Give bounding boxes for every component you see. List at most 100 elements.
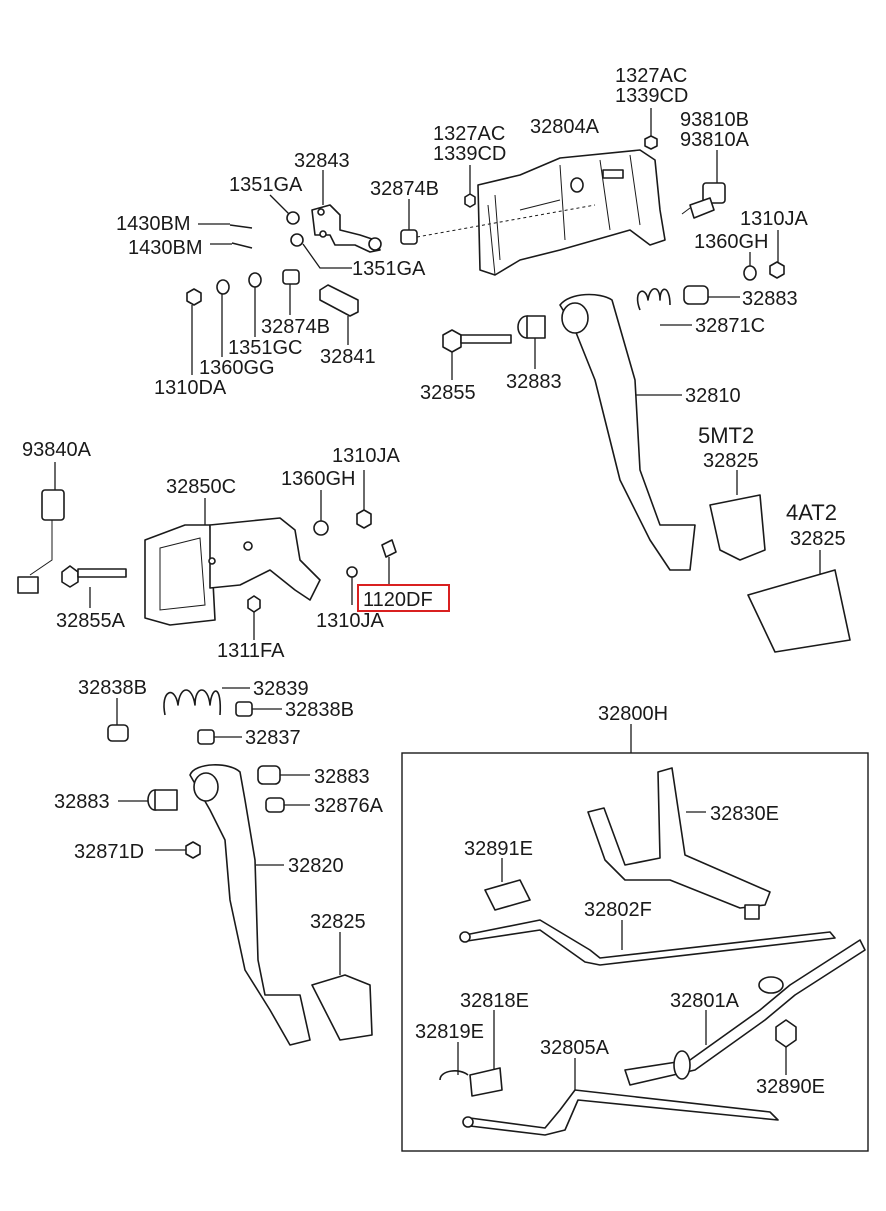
clip-32819e[interactable]: [439, 1042, 469, 1081]
label-32891e: 32891E: [464, 838, 533, 860]
bolt-32855[interactable]: [442, 329, 512, 380]
nut-1310ja-b[interactable]: [356, 470, 372, 529]
label-32850c: 32850C: [166, 476, 236, 498]
label-1327ac: 1327AC: [433, 123, 505, 145]
pin-1430bm-a[interactable]: [198, 223, 253, 229]
label-1351gc: 1351GC: [228, 337, 303, 359]
label-32810: 32810: [685, 385, 741, 407]
label-32830e: 32830E: [710, 803, 779, 825]
pad-32825-c[interactable]: [311, 932, 373, 1041]
switch-93810[interactable]: [681, 150, 726, 219]
label-5mt2: 5MT2: [698, 423, 754, 448]
label-1310ja-a: 1310JA: [740, 208, 808, 230]
washer-1360gg[interactable]: [216, 279, 230, 357]
washer-1351ga-a[interactable]: [269, 194, 300, 225]
bushing-32838b-a[interactable]: [107, 698, 129, 742]
label-1351ga-b: 1351GA: [352, 258, 426, 280]
spring-32871c[interactable]: [636, 287, 692, 326]
assembly-box-32800h: [401, 752, 869, 1152]
label-32804a: 32804A: [530, 116, 600, 138]
switch-93840a[interactable]: [17, 462, 65, 594]
label-32876a: 32876A: [314, 795, 384, 817]
nut-1327ac[interactable]: [464, 165, 476, 208]
label-1310ja-c: 1310JA: [316, 610, 384, 632]
label-1351ga-a: 1351GA: [229, 174, 303, 196]
washer-1351ga-b[interactable]: [290, 233, 352, 269]
label-32841: 32841: [320, 346, 376, 368]
label-32883-c: 32883: [314, 766, 370, 788]
label-32820: 32820: [288, 855, 344, 877]
label-1339cd-top: 1339CD: [615, 85, 688, 107]
label-1360gh-b: 1360GH: [281, 468, 356, 490]
pad-32825-4at2[interactable]: [747, 550, 851, 653]
bushing-32874b-b[interactable]: [282, 269, 300, 315]
bushing-32874b-a[interactable]: [400, 199, 596, 245]
label-32874b-a: 32874B: [370, 178, 439, 200]
bushing-32838b-b[interactable]: [235, 701, 282, 717]
label-32883-d: 32883: [54, 791, 110, 813]
label-1310ja-b: 1310JA: [332, 445, 400, 467]
nut-32890e[interactable]: [775, 1019, 797, 1075]
nut-1310da[interactable]: [186, 288, 202, 375]
label-1120df: 1120DF: [363, 589, 433, 611]
label-32801a: 32801A: [670, 990, 740, 1012]
label-32819e: 32819E: [415, 1021, 484, 1043]
nut-1310ja-a[interactable]: [769, 230, 785, 279]
label-32805a: 32805A: [540, 1037, 610, 1059]
spring-32839[interactable]: [163, 687, 250, 716]
bushing-32883-b[interactable]: [517, 315, 546, 369]
label-32838b-a: 32838B: [78, 677, 147, 699]
shaft-32801a[interactable]: [624, 939, 866, 1086]
label-93840a: 93840A: [22, 439, 92, 461]
bolt-1120df[interactable]: [381, 539, 397, 585]
bracket-32891e[interactable]: [484, 858, 531, 911]
nut-1327ac-top[interactable]: [644, 108, 658, 150]
label-32874b-b: 32874B: [261, 316, 330, 338]
bushing-32883-c[interactable]: [118, 789, 178, 811]
label-32839: 32839: [253, 678, 309, 700]
highlight-box-1120df: [357, 584, 450, 612]
bushing-32883-d[interactable]: [257, 765, 310, 785]
pin-1430bm-b[interactable]: [210, 242, 253, 249]
label-32825-c: 32825: [310, 911, 366, 933]
rod-32802f[interactable]: [459, 919, 836, 966]
label-32837: 32837: [245, 727, 301, 749]
washer-1351gc[interactable]: [248, 272, 262, 337]
label-32825-b: 32825: [790, 528, 846, 550]
bracket-32818e[interactable]: [469, 1010, 503, 1097]
stopper-32876a[interactable]: [265, 797, 310, 813]
label-1339cd: 1339CD: [433, 143, 506, 165]
bracket-32804a[interactable]: [477, 149, 666, 276]
bushing-32837[interactable]: [197, 729, 242, 745]
label-4at2: 4AT2: [786, 500, 837, 525]
label-32800h: 32800H: [598, 703, 668, 725]
pedal-32820[interactable]: [189, 764, 311, 1046]
label-1310da: 1310DA: [154, 377, 227, 399]
label-1327ac-top: 1327AC: [615, 65, 687, 87]
label-32855: 32855: [420, 382, 476, 404]
label-32871c: 32871C: [695, 315, 765, 337]
label-1360gh-a: 1360GH: [694, 231, 769, 253]
pedal-32810[interactable]: [559, 293, 696, 571]
label-32871d: 32871D: [74, 841, 144, 863]
label-32838b-b: 32838B: [285, 699, 354, 721]
bushing-32883-a[interactable]: [683, 285, 740, 305]
bracket-32830e[interactable]: [587, 767, 771, 920]
label-32825-a: 32825: [703, 450, 759, 472]
label-1430bm-b: 1430BM: [128, 237, 203, 259]
plate-32841[interactable]: [319, 284, 359, 345]
nut-1310ja-c[interactable]: [346, 566, 358, 605]
washer-1360gh-a[interactable]: [743, 252, 757, 281]
bracket-32850c[interactable]: [144, 498, 321, 626]
rod-32805a[interactable]: [462, 1058, 779, 1136]
label-32883-b: 32883: [506, 371, 562, 393]
washer-1360gh-b[interactable]: [313, 490, 329, 536]
label-32818e: 32818E: [460, 990, 529, 1012]
nut-1311fa[interactable]: [247, 595, 261, 640]
pad-32825-5mt2[interactable]: [709, 470, 766, 561]
bracket-32843[interactable]: [311, 170, 382, 253]
bolt-32855a[interactable]: [61, 565, 127, 608]
nut-32871d[interactable]: [155, 841, 201, 859]
label-32890e: 32890E: [756, 1076, 825, 1098]
